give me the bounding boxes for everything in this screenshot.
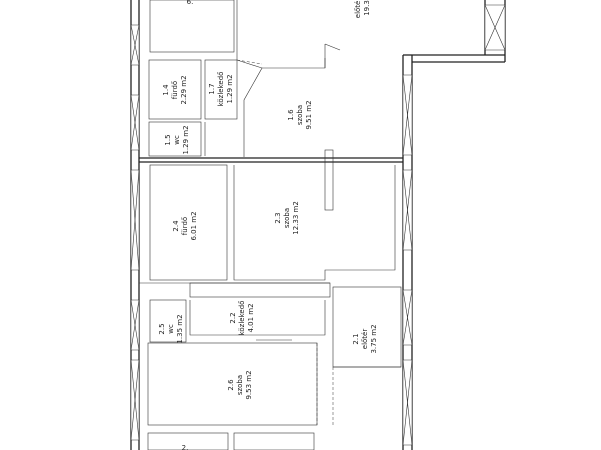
room-1-6-label: 1.6 szoba 9.51 m2: [287, 100, 313, 129]
room-name: közlekedő: [237, 301, 246, 336]
room-area: 1.29 m2: [182, 125, 190, 154]
room-area: 9.53 m2: [245, 370, 253, 399]
room-number: 2.2: [229, 312, 237, 323]
room-top-partial-label: 6.: [187, 0, 194, 6]
room-number: 2.6: [227, 379, 235, 391]
room-number: 2.3: [274, 212, 282, 223]
room-name: előtér: [360, 329, 369, 350]
room-name: szoba: [236, 375, 244, 395]
room-name: wc: [173, 135, 181, 145]
room-2-2-label: 2.2 közlekedő 4.01 m2: [229, 301, 255, 336]
room-area: 1.29 m2: [226, 74, 234, 103]
room-area: 1.35 m2: [176, 314, 184, 343]
room-area: 2.29 m2: [180, 75, 188, 104]
room-name: wc: [167, 324, 175, 334]
room-1-5-label: 1.5 wc 1.29 m2: [164, 125, 190, 154]
room-name: szoba: [296, 105, 304, 125]
room-area: 4.01 m2: [247, 303, 255, 332]
room-number: 2.5: [158, 323, 166, 334]
room-number: 2.: [182, 444, 189, 450]
interior-walls: [139, 0, 403, 450]
room-area: 3.75 m2: [370, 324, 378, 353]
room-name: fürdő: [170, 81, 179, 99]
room-1-4-label: 1.4 fürdő 2.29 m2: [162, 75, 188, 104]
room-1-7-label: 1.7 közlekedő 1.29 m2: [208, 72, 234, 107]
room-name: fürdő: [180, 217, 189, 235]
room-area: 19.3: [363, 0, 371, 16]
room-number: 2.4: [172, 220, 180, 232]
room-number: 1.4: [162, 84, 170, 96]
room-2-1-label: 2.1 előtér 3.75 m2: [352, 324, 378, 353]
room-elotere-top-label: előtér 19.3: [353, 0, 371, 18]
room-bottom-partial-label: 2.: [182, 444, 189, 450]
room-area: 9.51 m2: [305, 100, 313, 129]
room-name: szoba: [283, 208, 291, 228]
room-name: közlekedő: [216, 72, 225, 107]
windows: [130, 4, 506, 446]
room-number: 1.7: [208, 83, 216, 94]
room-number: 1.5: [164, 134, 172, 145]
room-area: 6.: [187, 0, 194, 6]
room-2-4-label: 2.4 fürdő 6.01 m2: [172, 211, 198, 240]
room-area: 12.33 m2: [292, 201, 300, 235]
room-2-3-label: 2.3 szoba 12.33 m2: [274, 201, 300, 235]
room-2-6-label: 2.6 szoba 9.53 m2: [227, 370, 253, 399]
room-number: 1.6: [287, 109, 295, 121]
room-name: előtér: [353, 0, 362, 18]
room-number: 2.1: [352, 333, 360, 344]
room-area: 6.01 m2: [190, 211, 198, 240]
room-2-5-label: 2.5 wc 1.35 m2: [158, 314, 184, 343]
